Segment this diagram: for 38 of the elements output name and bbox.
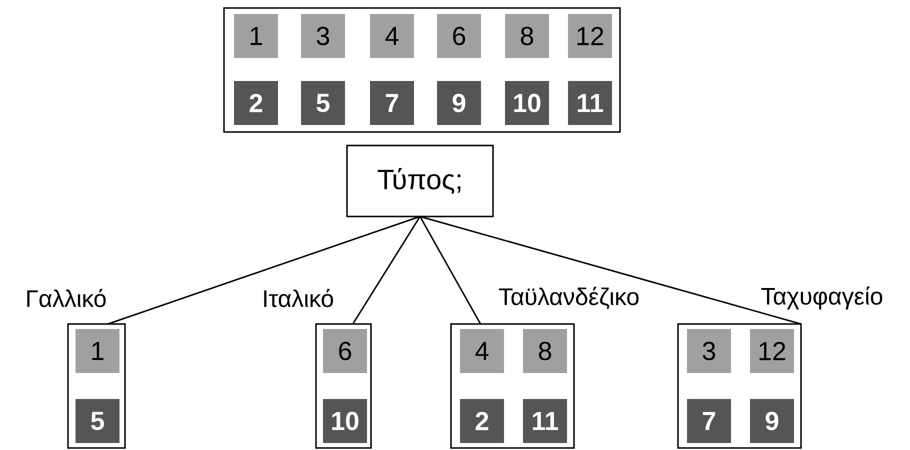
- edge-label: Γαλλικό: [24, 288, 108, 308]
- number-square: 4: [370, 14, 414, 58]
- number-square: 7: [687, 399, 731, 443]
- leaf-box: [67, 323, 126, 449]
- edge-label: Ταϋλανδέζικο: [497, 286, 641, 310]
- number-square: 6: [437, 14, 481, 58]
- number-square: 11: [523, 399, 567, 443]
- branch-line: [420, 216, 802, 325]
- leaf-box: [450, 323, 575, 449]
- number-square: 5: [76, 399, 120, 443]
- number-square: 8: [505, 14, 549, 58]
- branch-line: [108, 216, 420, 325]
- number-square: 1: [76, 329, 120, 373]
- number-square: 2: [460, 399, 504, 443]
- number-square: 10: [323, 399, 367, 443]
- leaf-box: [677, 323, 802, 449]
- number-square: 1: [234, 14, 278, 58]
- number-square: 9: [437, 81, 481, 125]
- number-square: 6: [323, 329, 367, 373]
- number-square: 12: [568, 14, 612, 58]
- number-square: 4: [460, 329, 504, 373]
- number-square: 12: [750, 329, 794, 373]
- question-box: Τύπος;: [346, 144, 494, 218]
- number-square: 3: [687, 329, 731, 373]
- number-square: 3: [301, 14, 345, 58]
- number-square: 10: [505, 81, 549, 125]
- edge-label: Ιταλικό: [260, 288, 336, 308]
- number-square: 5: [301, 81, 345, 125]
- number-square: 8: [523, 329, 567, 373]
- branch-line: [419, 216, 482, 324]
- number-square: 11: [568, 81, 612, 125]
- number-square: 2: [234, 81, 278, 125]
- branch-line: [352, 216, 421, 324]
- edge-label: Ταχυφαγείο: [760, 285, 884, 311]
- leaf-box: [315, 323, 372, 449]
- group-box: [223, 7, 621, 133]
- number-square: 9: [750, 399, 794, 443]
- number-square: 7: [370, 81, 414, 125]
